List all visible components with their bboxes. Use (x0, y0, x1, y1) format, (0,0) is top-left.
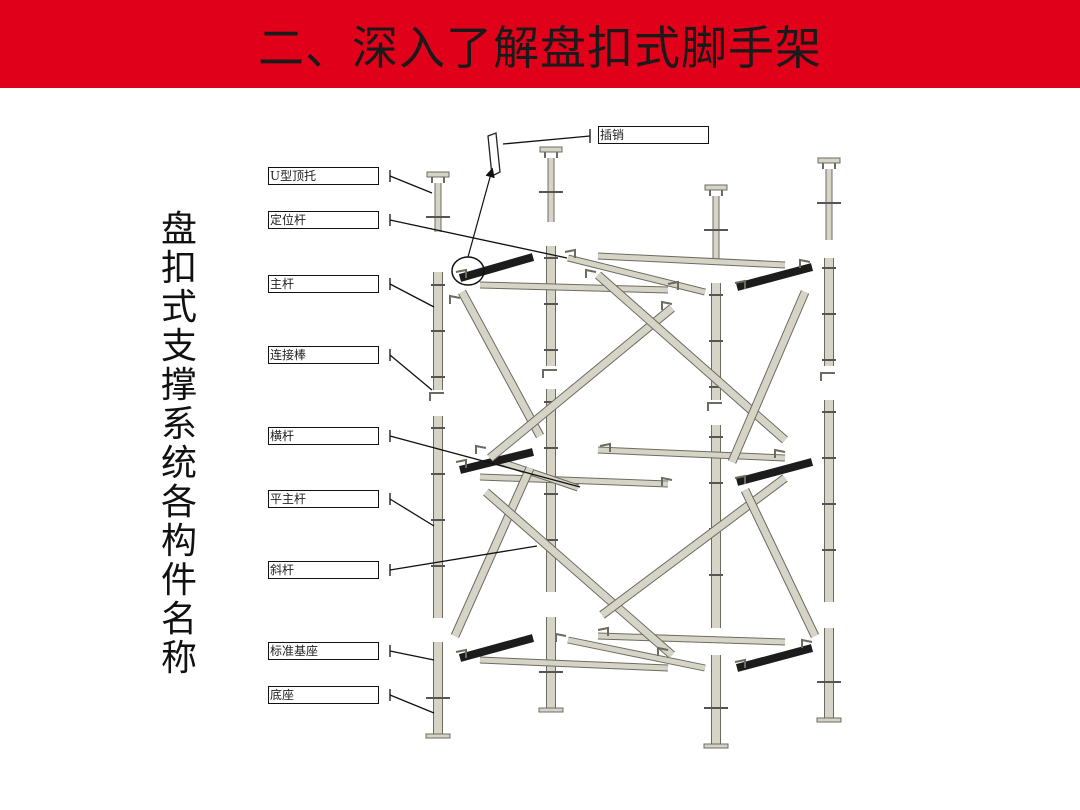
leader-diagonal (389, 545, 538, 571)
u-head-plate (426, 171, 450, 178)
pin-drawing (487, 132, 501, 178)
ledger-head (661, 300, 673, 310)
ledger-head (475, 444, 487, 454)
label-standard-base: 标准基座 (268, 642, 379, 660)
connector-rod (429, 392, 444, 401)
ledger-head (449, 294, 461, 304)
leader-connector (389, 354, 433, 391)
label-diagonal: 斜杆 (268, 561, 379, 579)
locator-bar (458, 253, 535, 282)
ledger-head (599, 442, 611, 452)
label-base-jack: 底座 (268, 686, 379, 704)
label-main-pole: 主杆 (268, 275, 379, 293)
leader-u-head (389, 175, 433, 194)
locator-bar (458, 634, 535, 662)
label-connector: 连接棒 (268, 346, 379, 364)
leader-main-pole (389, 283, 435, 308)
ledger-head (585, 268, 597, 278)
ledger-head (657, 646, 669, 656)
label-ledger: 横杆 (268, 427, 379, 445)
label-locator-bar: 定位杆 (268, 211, 379, 229)
leader-pin (502, 135, 591, 145)
ledger-head (564, 248, 576, 258)
ledger-head (734, 279, 746, 289)
ledger-head (661, 476, 673, 486)
label-u-head: U型顶托 (268, 167, 379, 185)
base-plate (425, 733, 451, 739)
connector-rod (707, 402, 722, 411)
u-head-plate (704, 184, 728, 191)
pin-arrow (467, 167, 495, 258)
u-head-plate (539, 146, 563, 153)
ledger-head (455, 268, 467, 278)
label-flat-main-pole: 平主杆 (268, 490, 379, 508)
ledger-head (734, 658, 746, 668)
ledger-head (774, 448, 786, 458)
connector-rod (820, 372, 835, 381)
u-head-plate (817, 157, 841, 164)
base-plate (703, 743, 729, 749)
header-bar: 二、深入了解盘扣式脚手架 (0, 0, 1080, 88)
ledger-head (555, 632, 567, 642)
base-plate (538, 707, 564, 713)
ledger-head (455, 648, 467, 658)
ledger-head (799, 258, 811, 268)
ledger-head (455, 458, 467, 468)
ledger-head (734, 474, 746, 484)
ledger-head (597, 626, 609, 636)
side-title: 盘扣式支撑系统各构件名称 (160, 209, 197, 679)
leader-locator-bar (389, 219, 568, 259)
leader-base-jack (389, 694, 435, 714)
label-pin: 插销 (598, 126, 709, 144)
base-plate (816, 717, 842, 723)
locator-bar (459, 448, 534, 474)
locator-bar (735, 263, 814, 291)
leader-standard-base (389, 650, 435, 661)
connector-rod (542, 369, 557, 378)
locator-bar (735, 644, 814, 672)
locator-bar (735, 458, 814, 486)
ledger-head (667, 280, 679, 290)
ledger-head (801, 638, 813, 648)
leader-flat-main-pole (389, 498, 435, 527)
leader-ledger (389, 435, 581, 488)
slide-title: 二、深入了解盘扣式脚手架 (258, 21, 822, 75)
